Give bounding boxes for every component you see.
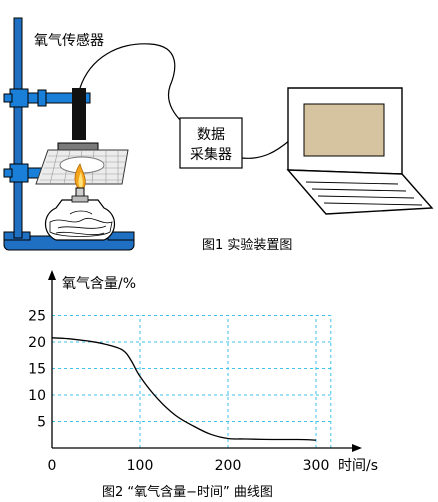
laptop [286,87,434,215]
y-tick-label-10: 10 [28,388,46,404]
upper-clamp [3,88,91,108]
laptop-screen [303,103,385,157]
wire-gauze [35,149,129,185]
oxygen-time-chart: 5 10 15 20 25 0 100 200 300 [28,270,362,474]
data-collector-box [179,117,243,169]
x-tick-label-200: 200 [215,458,242,474]
x-axis-title: 时间/s [338,458,378,474]
figure1-caption: 图1 实验装置图 [202,237,292,253]
y-tick-label-15: 15 [28,362,46,378]
series-line-oxygen [51,337,317,441]
sensor-cable [79,43,183,123]
alcohol-lamp [44,187,116,241]
x-tick-label-300: 300 [303,458,330,474]
y-tick-label-20: 20 [28,335,46,351]
x-tick-label-0: 0 [48,458,57,474]
flame [74,163,86,189]
stand-rod [13,17,23,239]
chart-gridlines [52,315,332,448]
y-axis-title: 氧气含量/% [62,276,136,292]
apparatus-diagram [3,17,434,251]
y-tick-label-25: 25 [28,309,46,325]
axis-tick-labels: 5 10 15 20 25 0 100 200 300 [28,309,329,475]
y-axis-arrow [48,270,56,280]
data-collector-label-line1: 数据 [197,127,225,143]
x-axis-arrow [352,444,362,452]
oxygen-sensor-label: 氧气传感器 [34,32,104,49]
figure2-caption: 图2 “氧气含量−时间” 曲线图 [102,484,273,500]
collector-cable [241,139,291,159]
x-tick-label-100: 100 [127,458,154,474]
oxygen-sensor [72,88,86,140]
y-tick-label-5: 5 [37,415,46,431]
data-collector-label-line2: 采集器 [190,146,232,163]
